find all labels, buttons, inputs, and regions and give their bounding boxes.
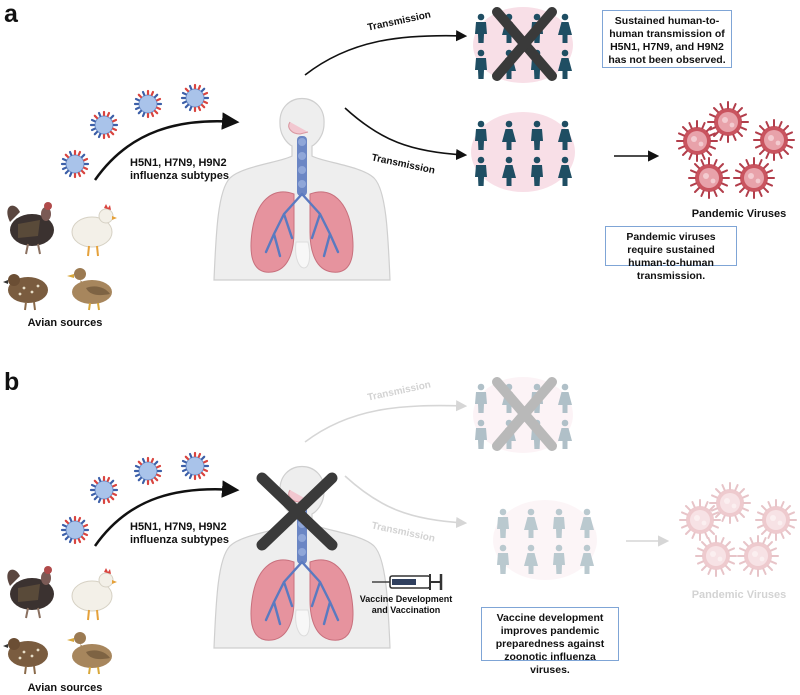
- vaccine-line2: and Vaccination: [371, 605, 441, 615]
- human-respiratory-icon: [212, 465, 392, 650]
- arrow-to-human-b: [93, 480, 240, 547]
- arrow-transmission-top-a: [304, 30, 468, 76]
- syringe-icon: [372, 574, 443, 590]
- quail-icon: [2, 637, 49, 675]
- human-respiratory-icon: [212, 97, 392, 282]
- subtypes-line1: H5N1, H7N9, H9N2: [130, 157, 227, 169]
- note-box-pandemic-requirement: Pandemic viruses require sustained human…: [605, 226, 737, 282]
- subtypes-label-a: H5N1, H7N9, H9N2 influenza subtypes: [130, 157, 245, 183]
- influenza-virus-icon: [180, 451, 210, 481]
- pandemic-virus-icon: [733, 157, 775, 199]
- faded-crowd-bottom-b: [493, 500, 597, 580]
- pandemic-viruses-a: [676, 101, 795, 199]
- cross-icon: [492, 7, 557, 81]
- pandemic-virus-icon: [755, 499, 797, 541]
- avian-sources-a: [2, 201, 118, 311]
- panel-letter-a: a: [4, 0, 18, 28]
- cross-icon: [256, 472, 338, 551]
- influenza-virus-icon: [133, 456, 163, 486]
- influenza-virus-icon: [133, 89, 163, 119]
- subtypes-label-b: H5N1, H7N9, H9N2 influenza subtypes: [130, 521, 245, 547]
- note-box-vaccine: Vaccine development improves pandemic pr…: [481, 607, 619, 676]
- pandemic-virus-icon: [753, 119, 795, 161]
- pandemic-virus-icon: [679, 499, 721, 541]
- influenza-virus-icon: [60, 149, 90, 179]
- chicken-icon: [71, 203, 118, 257]
- pandemic-virus-icon: [737, 535, 779, 577]
- pandemic-virus-icon: [707, 101, 749, 143]
- arrow-to-human-a: [93, 112, 240, 181]
- vaccine-label: Vaccine Development and Vaccination: [356, 594, 456, 616]
- subtypes-line2: influenza subtypes: [130, 170, 230, 182]
- influenza-virus-icon: [60, 515, 90, 545]
- influenza-virus-icon: [89, 475, 119, 505]
- turkey-icon: [6, 565, 55, 619]
- duck-icon: [66, 631, 113, 675]
- arrow-transmission-bottom-a: [344, 107, 468, 161]
- panel-a: [2, 7, 795, 311]
- chicken-icon: [71, 567, 118, 621]
- panel-letter-b: b: [4, 368, 20, 396]
- pandemic-viruses-label-a: Pandemic Viruses: [691, 208, 787, 220]
- duck-icon: [66, 267, 113, 311]
- pandemic-viruses-label-b: Pandemic Viruses: [691, 589, 787, 601]
- pandemic-viruses-b: [679, 482, 797, 577]
- subtypes-line2: influenza subtypes: [130, 534, 230, 546]
- arrow-transmission-bottom-b: [344, 475, 468, 529]
- subtypes-line1: H5N1, H7N9, H9N2: [130, 521, 227, 533]
- cross-icon: [492, 377, 557, 451]
- avian-sources-label-b: Avian sources: [27, 682, 103, 694]
- vaccine-line1: Vaccine Development: [359, 594, 453, 604]
- influenza-virus-icon: [180, 83, 210, 113]
- pandemic-virus-icon: [695, 535, 737, 577]
- influenza-virus-icon: [89, 110, 119, 140]
- pandemic-virus-icon: [709, 482, 751, 524]
- avian-sources-b: [2, 565, 118, 675]
- note-box-no-transmission: Sustained human-to-human transmission of…: [602, 10, 732, 68]
- pandemic-virus-icon: [688, 157, 730, 199]
- crowd-background-a-bottom: [471, 112, 575, 192]
- faded-crowd-top-b: [473, 377, 573, 453]
- panel-b: [2, 377, 797, 675]
- avian-sources-label-a: Avian sources: [27, 317, 103, 329]
- quail-icon: [2, 273, 49, 311]
- arrow-transmission-top-b: [304, 400, 468, 443]
- turkey-icon: [6, 201, 55, 255]
- pandemic-virus-icon: [676, 120, 718, 162]
